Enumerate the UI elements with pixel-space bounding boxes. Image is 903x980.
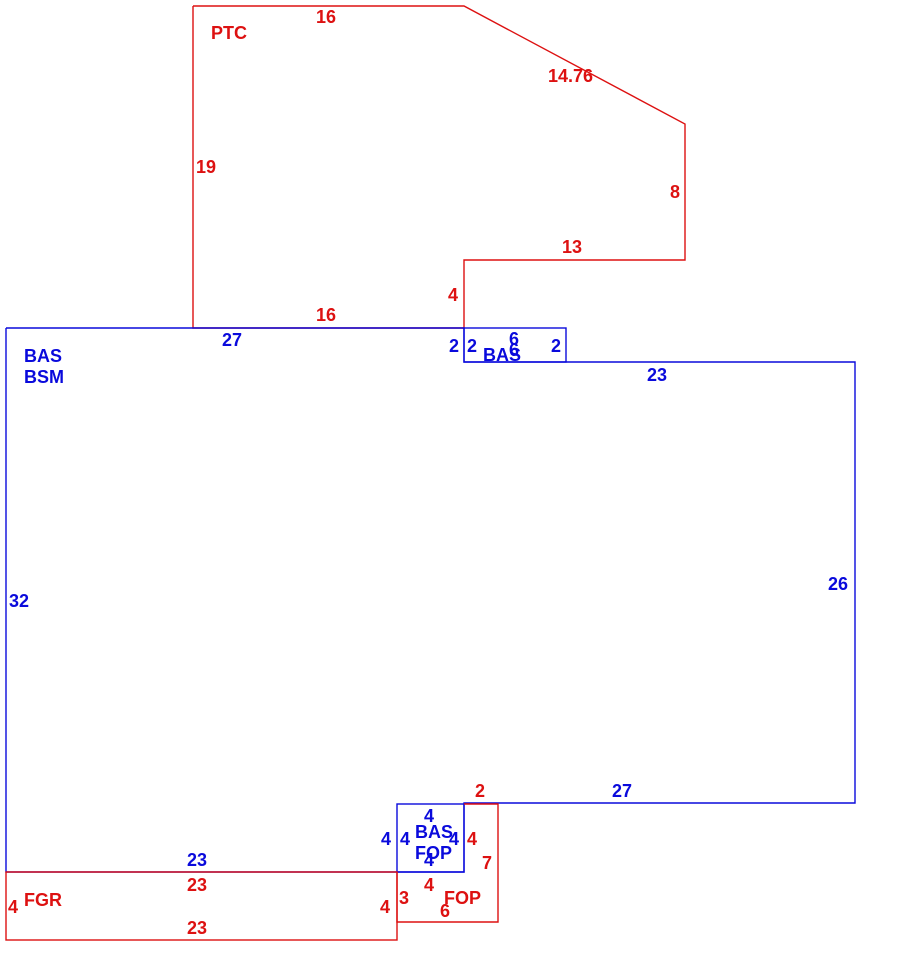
dim-fop-top: 2 [475, 781, 485, 801]
dim-bas-top-right: 23 [647, 365, 667, 385]
dim-fgr-right: 4 [380, 897, 390, 917]
bas-square-code: BAS [415, 822, 453, 842]
bas-bump-code: BAS [483, 345, 521, 365]
dim-ptc-step-left: 4 [448, 285, 458, 305]
dim-ptc-right: 8 [670, 182, 680, 202]
dim-fgr-bottom: 23 [187, 918, 207, 938]
dim-ptc-top: 16 [316, 7, 336, 27]
dim-small-bottom: 4 [424, 850, 434, 870]
dim-bump-top: 6 [509, 329, 519, 349]
dim-ptc-step-top: 13 [562, 237, 582, 257]
bas-main-outline [5, 327, 856, 873]
dim-fop-right-b: 7 [482, 853, 492, 873]
bas-main-code: BAS [24, 346, 62, 366]
fop-code: FOP [444, 888, 481, 908]
dim-ptc-bottom: 16 [316, 305, 336, 325]
ptc-outline [192, 5, 686, 329]
fgr-code: FGR [24, 890, 62, 910]
dim-small-top: 4 [424, 806, 434, 826]
dim-fop-bottom: 6 [440, 901, 450, 921]
dim-bas-left: 32 [9, 591, 29, 611]
dim-ptc-diag: 14.76 [548, 66, 593, 86]
dim-ptc-left: 19 [196, 157, 216, 177]
dim-bump-left-b: 2 [467, 336, 477, 356]
dim-small-left-outer: 4 [381, 829, 391, 849]
dim-bas-top-left: 27 [222, 330, 242, 350]
dim-bas-bottom-right: 27 [612, 781, 632, 801]
fop-square-code: FOP [415, 843, 452, 863]
dim-fop-left: 3 [399, 888, 409, 908]
dim-bump-mid: 6 [509, 340, 519, 360]
dim-fgr-top: 23 [187, 875, 207, 895]
dim-small-left-inner: 4 [400, 829, 410, 849]
dim-bas-right: 26 [828, 574, 848, 594]
dim-bump-right: 2 [551, 336, 561, 356]
dim-bas-bottom-left: 23 [187, 850, 207, 870]
dim-small-right-inner: 4 [449, 829, 459, 849]
dim-fop-inner: 4 [424, 875, 434, 895]
dim-fgr-left: 4 [8, 897, 18, 917]
bsm-main-code: BSM [24, 367, 64, 387]
dim-fop-right-a: 4 [467, 829, 477, 849]
fgr-outline [5, 871, 398, 941]
bas-bump-outline [463, 327, 567, 363]
ptc-code: PTC [211, 23, 247, 43]
dim-bump-left-a: 2 [449, 336, 459, 356]
bas-fop-square-outline [396, 803, 465, 873]
